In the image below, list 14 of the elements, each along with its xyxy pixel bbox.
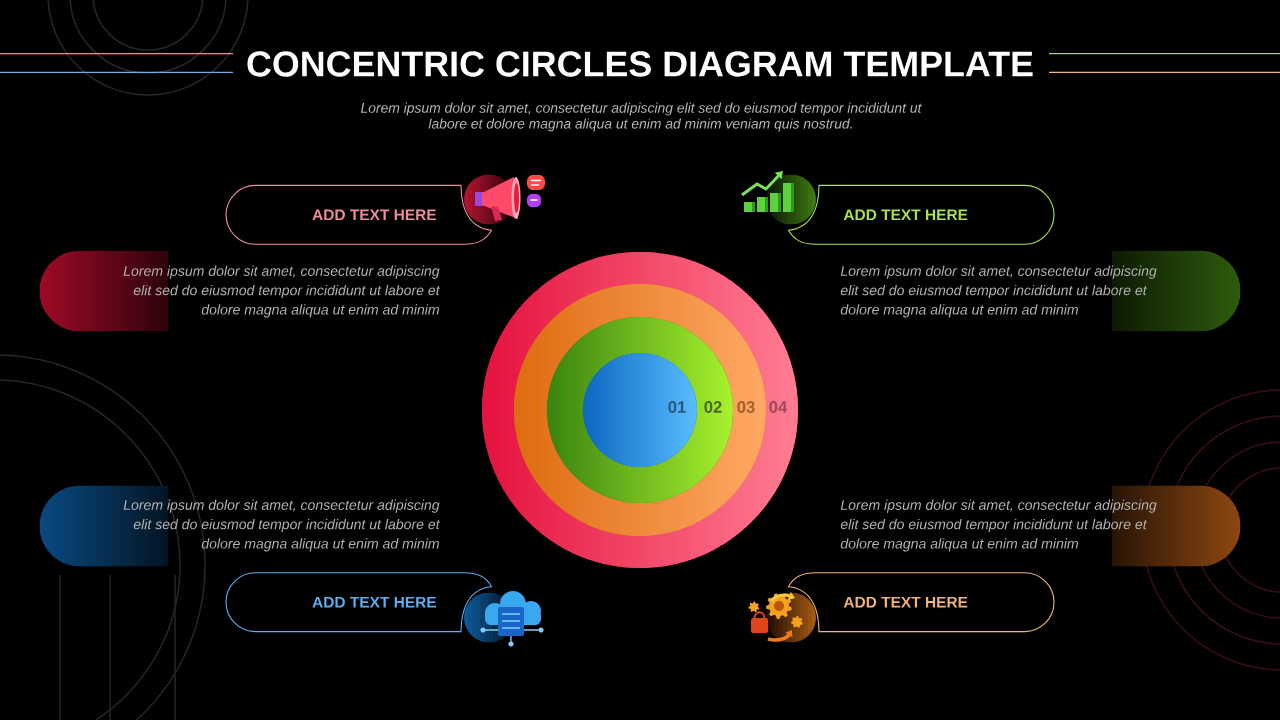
heading-pill: ADD TEXT HERE xyxy=(787,572,1055,633)
heading-pill: ADD TEXT HERE xyxy=(787,184,1055,245)
heading-pill: ADD TEXT HERE xyxy=(225,184,493,245)
description-text: Lorem ipsum dolor sit amet, consectetur adipiscing elit sed do eiusmod tempor incididunt ut labore et dolore magna aliqua ut enim ad minim xyxy=(123,265,441,318)
title: CONCENTRIC CIRCLES DIAGRAM TEMPLATE xyxy=(247,51,1033,77)
step-number: 03 xyxy=(737,401,755,413)
heading-pill: ADD TEXT HERE xyxy=(225,572,493,633)
description-text: Lorem ipsum dolor sit amet, consectetur adipiscing elit sed do eiusmod tempor incididunt ut labore et dolore magna aliqua ut enim ad minim xyxy=(840,499,1157,552)
step-number: 02 xyxy=(704,401,722,413)
description-text: Lorem ipsum dolor sit amet, consectetur adipiscing elit sed do eiusmod tempor incididunt ut labore et dolore magna aliqua ut enim ad minim xyxy=(123,499,441,552)
description-text: Lorem ipsum dolor sit amet, consectetur adipiscing elit sed do eiusmod tempor incididunt ut labore et dolore magna aliqua ut enim ad minim xyxy=(840,265,1157,318)
subtitle: Lorem ipsum dolor sit amet, consectetur adipiscing elit sed do eiusmod tempor incididunt ut labore et dolore magna aliqua ut enim ad minim veniam quis nostrud. xyxy=(360,102,922,132)
step-number: 01 xyxy=(668,401,686,413)
step-number: 04 xyxy=(769,401,788,413)
